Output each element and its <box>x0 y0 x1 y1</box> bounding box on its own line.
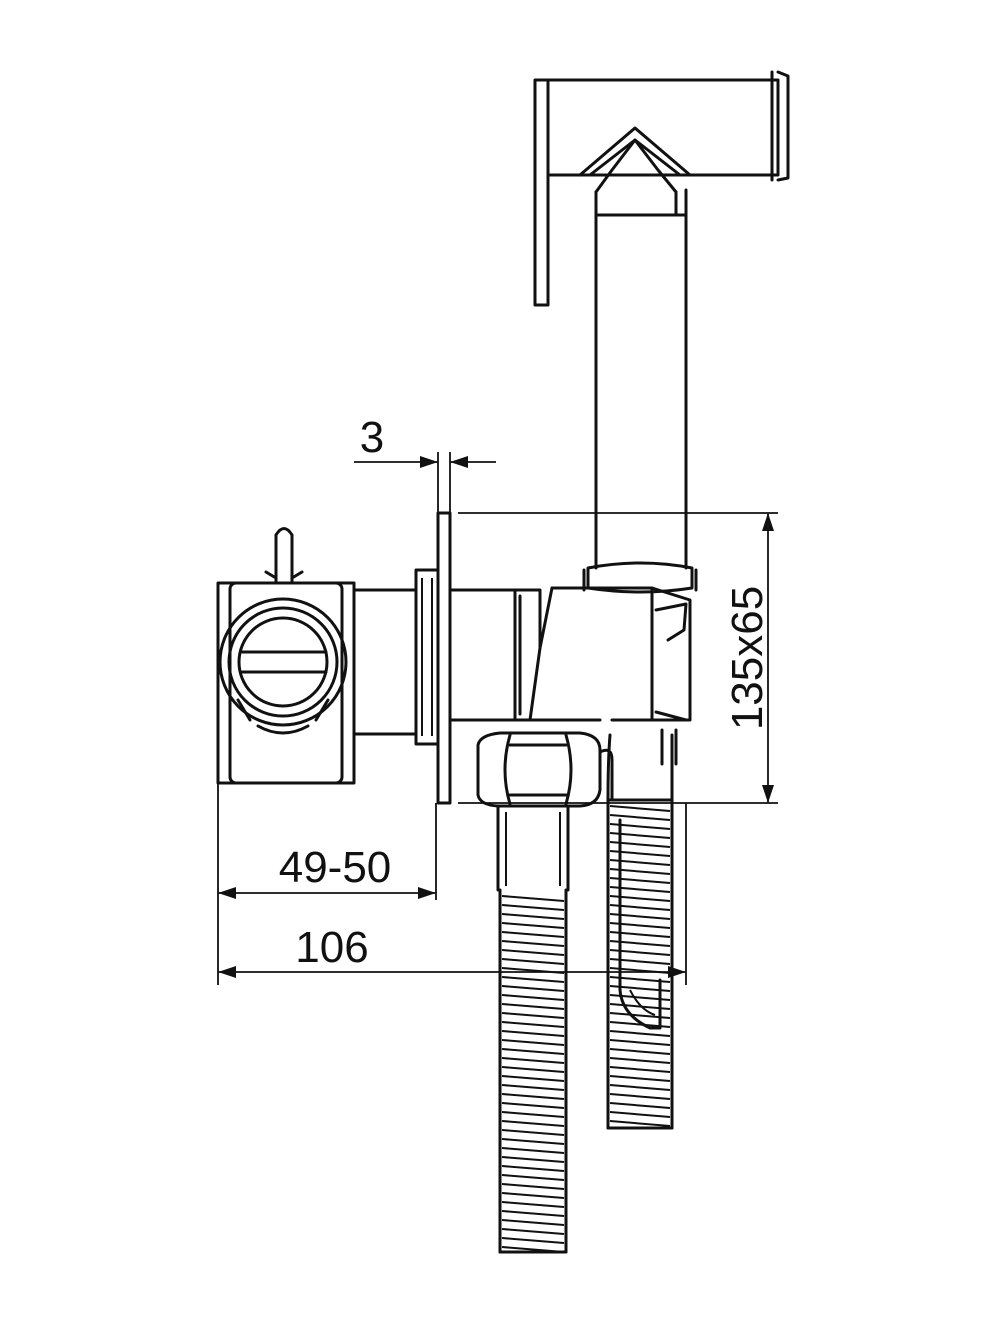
hose-rib <box>609 1093 671 1100</box>
hose-rib <box>609 1075 671 1082</box>
dimension-flange-thickness: 3 <box>354 413 496 513</box>
hose-rib <box>501 1012 565 1019</box>
hose-rib <box>501 958 565 965</box>
dimension-body-size: 135x65 <box>458 512 778 804</box>
hose-rib <box>501 1030 565 1037</box>
hose-rib <box>609 1057 671 1064</box>
hose-rib <box>501 1219 565 1226</box>
hose-rib <box>501 1183 565 1190</box>
hose-rib <box>501 1057 565 1064</box>
flange-thickness-label: 3 <box>360 413 384 462</box>
hose-rib <box>501 931 565 938</box>
hose-rib <box>501 1075 565 1082</box>
concealed-valve <box>216 527 356 785</box>
hose-rib <box>501 1003 565 1010</box>
hose-rib <box>501 1174 565 1181</box>
hose-rib <box>501 1084 565 1091</box>
wall-depth-label: 49-50 <box>279 843 392 892</box>
hose-rib <box>609 1084 671 1091</box>
hose-rib <box>501 1156 565 1163</box>
shower-hose <box>498 762 674 1254</box>
hose-rib <box>501 1246 565 1253</box>
hose-rib <box>609 1039 671 1046</box>
wall-flange <box>352 511 452 805</box>
hose-rib <box>501 1039 565 1046</box>
hose-rib <box>609 1066 671 1073</box>
hose-rib <box>609 1102 671 1109</box>
hose-rib <box>501 1138 565 1145</box>
body-size-label: 135x65 <box>723 586 772 730</box>
hose-rib <box>501 1129 565 1136</box>
overall-depth-label: 106 <box>295 923 368 972</box>
hose-rib <box>501 1021 565 1028</box>
dimension-wall-depth: 49-50 <box>217 783 437 985</box>
hose-rib <box>501 940 565 947</box>
hose-rib <box>501 922 565 929</box>
hose-rib <box>501 985 565 992</box>
hose-rib <box>501 1102 565 1109</box>
hose-rib <box>501 994 565 1001</box>
hose-rib <box>501 895 565 902</box>
hose-rib <box>501 1165 565 1172</box>
hose-rib <box>501 1192 565 1199</box>
dimension-overall-depth: 106 <box>218 803 687 985</box>
hand-sprayer <box>533 70 790 570</box>
hose-rib <box>501 1048 565 1055</box>
hose-rib <box>609 1030 671 1037</box>
hose-connector <box>476 731 614 892</box>
hose-rib <box>609 805 671 812</box>
hose-rib <box>501 1147 565 1154</box>
hose-rib <box>501 1093 565 1100</box>
bracket-body <box>450 561 698 802</box>
hose-rib <box>501 1066 565 1073</box>
hose-rib <box>609 1120 671 1127</box>
hose-rib <box>501 904 565 911</box>
hose-rib <box>501 1228 565 1235</box>
hose-rib <box>501 949 565 956</box>
hose-rib <box>609 814 671 821</box>
hose-rib <box>501 1237 565 1244</box>
hose-rib <box>501 913 565 920</box>
hose-rib <box>501 1111 565 1118</box>
hose-rib <box>609 1111 671 1118</box>
hose-rib <box>501 976 565 983</box>
hose-rib <box>501 1120 565 1127</box>
hose-rib <box>501 1201 565 1208</box>
hose-rib <box>501 1210 565 1217</box>
hose-rib <box>609 1048 671 1055</box>
